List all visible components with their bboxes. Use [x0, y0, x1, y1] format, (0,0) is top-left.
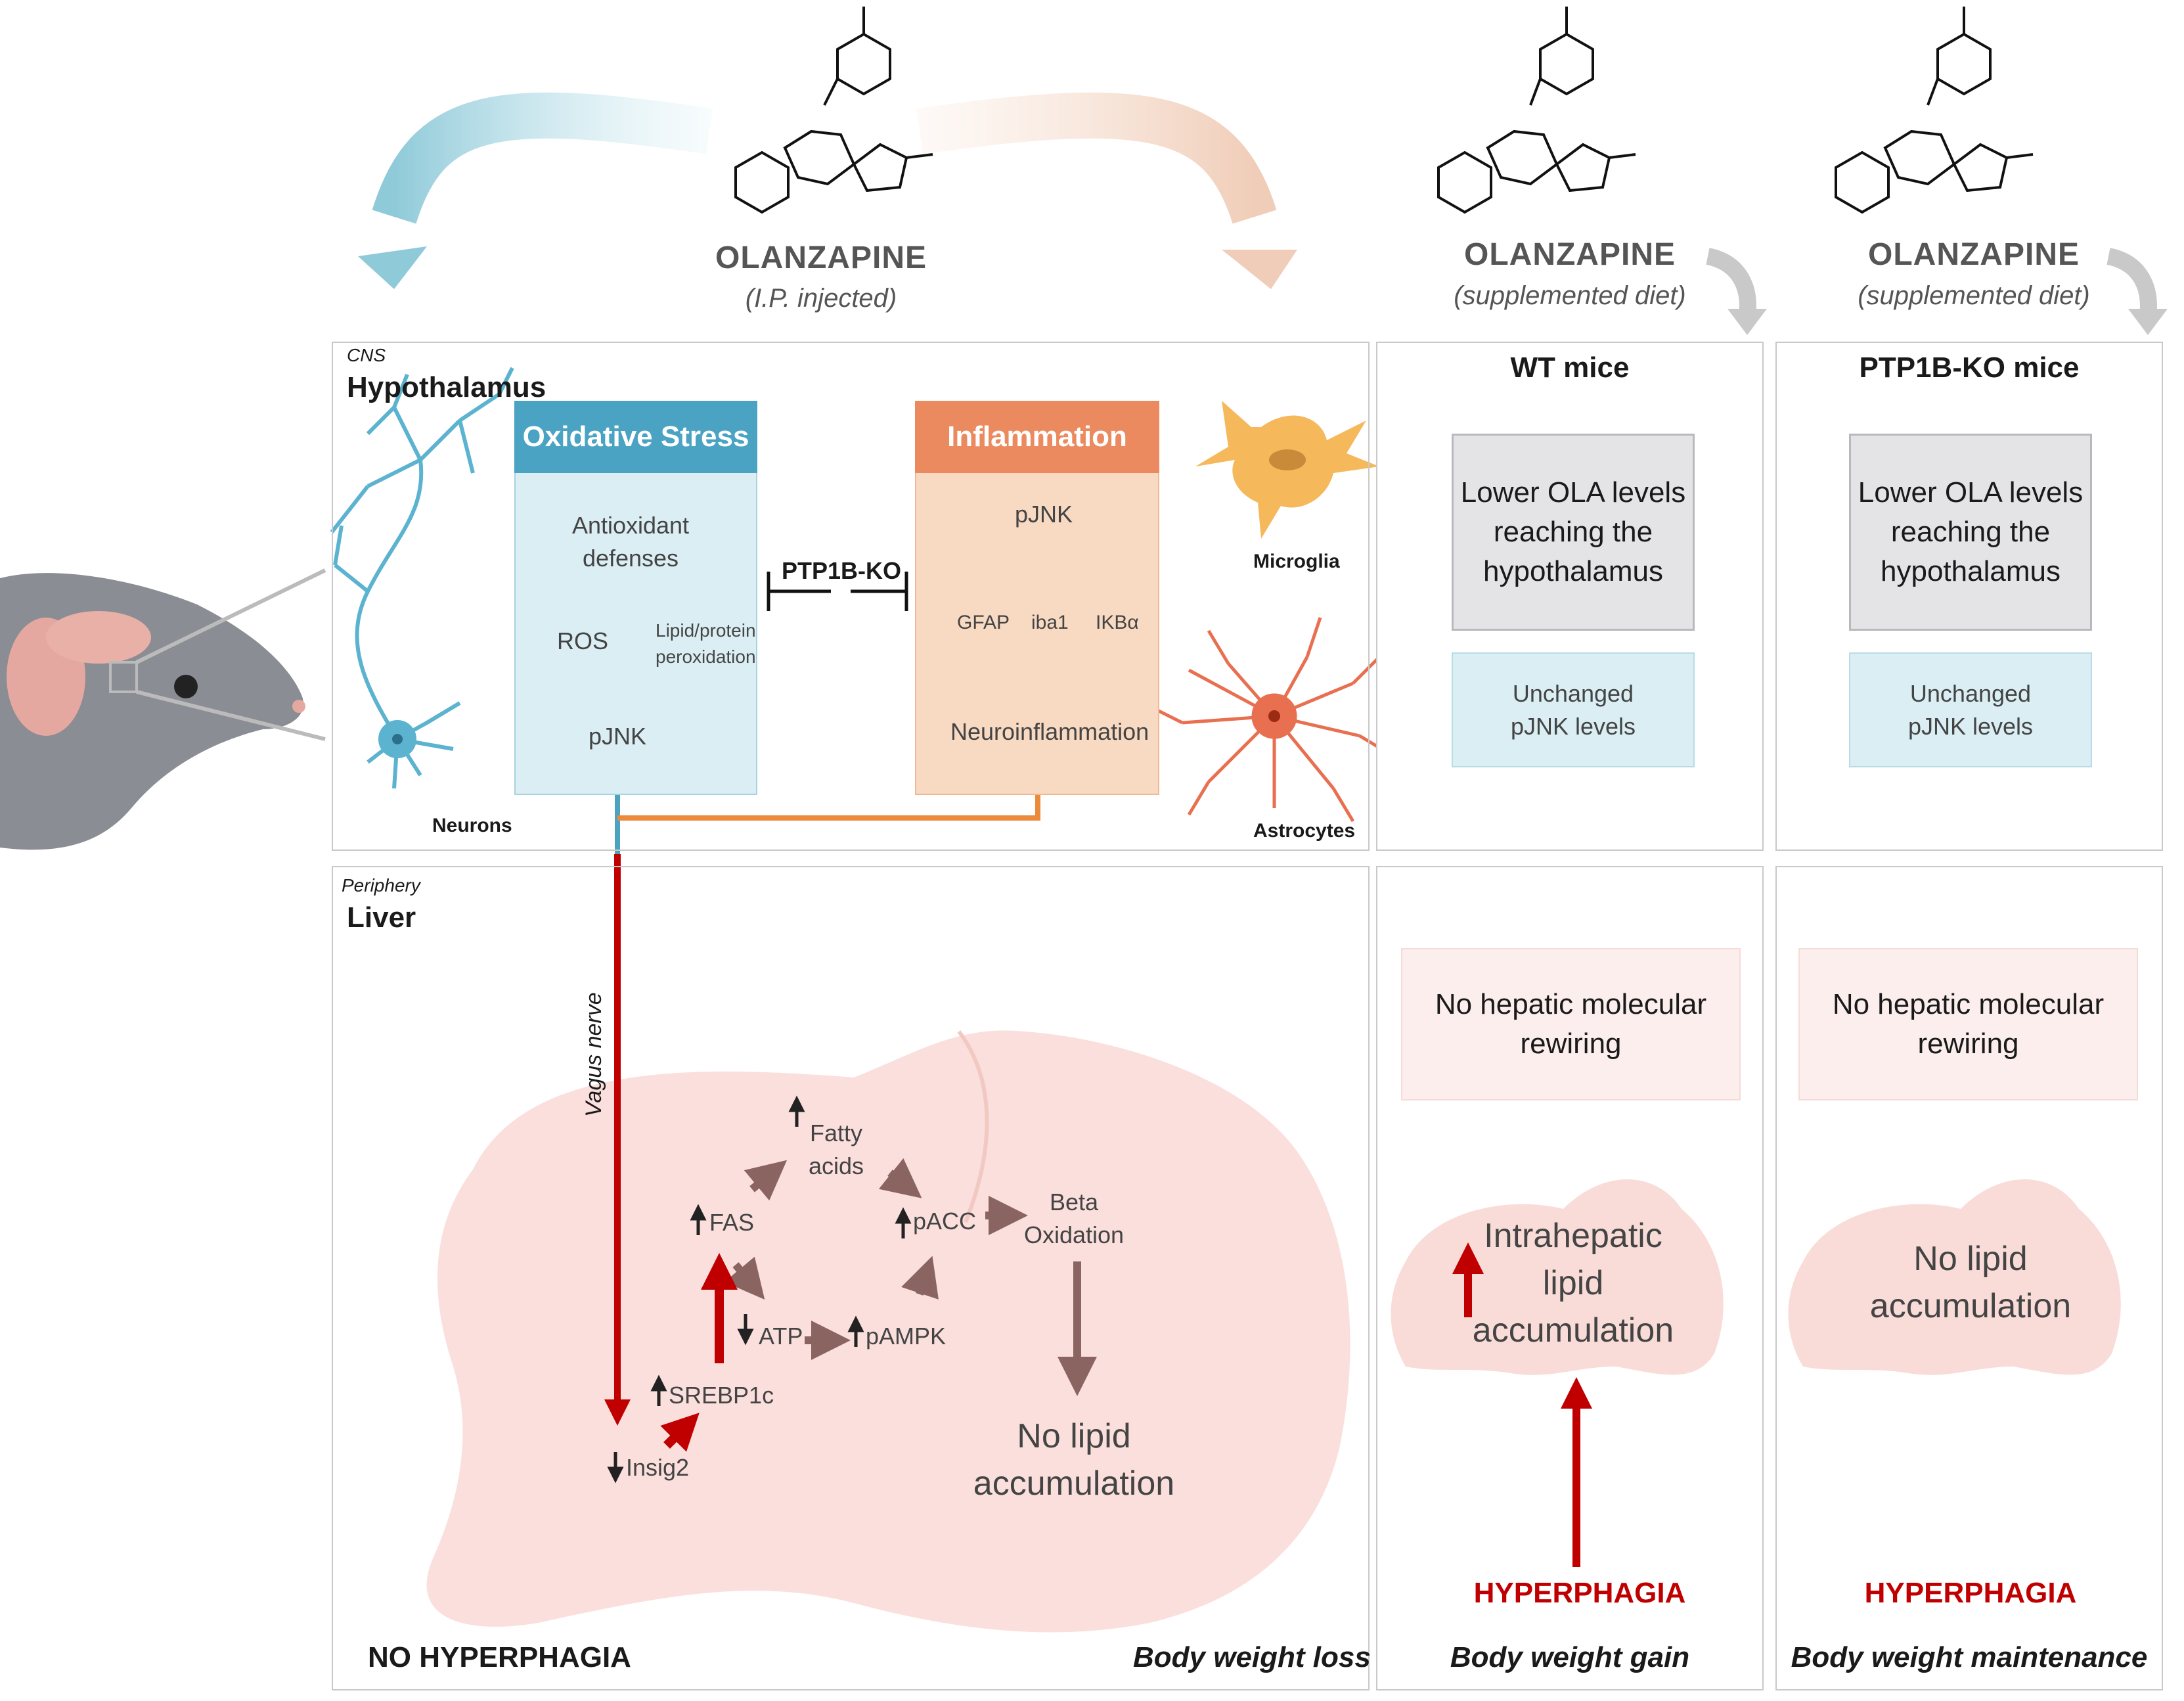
liver-title: Liver [347, 901, 416, 934]
fas-label: FAS [709, 1209, 755, 1236]
ros-label: ROS [557, 627, 609, 654]
ko-lipid-label: No lipid accumulation [1869, 1240, 2072, 1325]
drug-route-wt: (supplemented diet) [1454, 281, 1686, 310]
iba1-label: iba1 [1031, 612, 1069, 633]
wt-pjnk-box: Unchanged pJNK levels [1452, 652, 1695, 767]
olanzapine-structure-ko [1835, 7, 2034, 214]
drug-name-ko: OLANZAPINE [1868, 237, 2080, 272]
pacc-label: pACC [913, 1208, 977, 1235]
curved-arrow-right [916, 92, 1297, 289]
wt-title: WT mice [1510, 352, 1630, 384]
olanzapine-structure-ip [734, 7, 933, 214]
periphery-tag: Periphery [342, 875, 420, 896]
microglia-label: Microglia [1253, 551, 1340, 572]
ko-bottom-panel [1775, 866, 2163, 1690]
ko-title: PTP1B-KO mice [1859, 352, 2080, 384]
no-lipid-left: No lipid accumulation [973, 1417, 1175, 1503]
wt-hepatic-box: No hepatic molecular rewiring [1401, 948, 1741, 1100]
neuroinflammation-label: Neuroinflammation [950, 718, 1149, 745]
ptp1b-inhibition [767, 572, 908, 611]
ko-hyperphagia: HYPERPHAGIA [1864, 1577, 2077, 1609]
ko-body-weight: Body weight maintenance [1791, 1641, 2148, 1673]
drug-name-wt: OLANZAPINE [1464, 237, 1676, 272]
ko-hepatic-box: No hepatic molecular rewiring [1798, 948, 2138, 1100]
neurons-label: Neurons [432, 815, 512, 836]
diet-arrow-ko [2106, 248, 2157, 317]
liver-panel [332, 866, 1370, 1690]
fatty-acids-label: Fatty acids [808, 1120, 864, 1179]
oxidative-stress-header: Oxidative Stress [514, 401, 757, 473]
ko-pjnk-box: Unchanged pJNK levels [1849, 652, 2092, 767]
pampk-label: pAMPK [866, 1323, 947, 1349]
microglia-illustration [1195, 401, 1379, 539]
srebp1c-label: SREBP1c [669, 1382, 774, 1409]
neuron-illustration [330, 367, 514, 789]
astrocyte-illustration [1155, 617, 1394, 823]
cns-tag: CNS [347, 345, 386, 365]
vagus-nerve-label: Vagus nerve [581, 992, 606, 1117]
inflammation-header: Inflammation [915, 401, 1159, 473]
ox-pjnk-label: pJNK [589, 723, 647, 750]
ko-ola-box: Lower OLA levels reaching the hypothalam… [1849, 434, 2092, 631]
diet-arrow-wt [1705, 248, 1756, 317]
olanzapine-structure-wt [1437, 7, 1636, 214]
insig2-label: Insig2 [626, 1454, 690, 1481]
wt-body-weight: Body weight gain [1450, 1641, 1690, 1673]
astrocytes-label: Astrocytes [1253, 820, 1356, 842]
atp-label: ATP [759, 1323, 803, 1349]
liver-shape-large [426, 1030, 1350, 1633]
infl-pjnk-label: pJNK [1015, 501, 1073, 528]
orange-connector [617, 792, 1040, 821]
ptp1b-label: PTP1B-KO [782, 557, 902, 584]
liver-shape-wt [1391, 1179, 1724, 1375]
liver-shape-ko [1788, 1179, 2121, 1375]
no-hyperphagia-label: NO HYPERPHAGIA [368, 1641, 631, 1673]
beta-oxidation-label: Beta Oxidation [1023, 1189, 1125, 1248]
lipid-peroxidation: Lipid/protein peroxidation [656, 620, 756, 667]
body-weight-loss: Body weight loss [1133, 1641, 1371, 1673]
mouse-illustration [0, 568, 326, 850]
wt-ola-box: Lower OLA levels reaching the hypothalam… [1452, 434, 1695, 631]
drug-route-ip: (I.P. injected) [745, 284, 897, 313]
curved-arrow-left [358, 92, 713, 289]
ikba-label: IKBα [1096, 612, 1139, 633]
wt-hyperphagia: HYPERPHAGIA [1473, 1577, 1686, 1609]
hypothalamus-title: Hypothalamus [347, 371, 546, 403]
drug-route-ko: (supplemented diet) [1858, 281, 2090, 310]
cns-panel [332, 342, 1370, 851]
wt-lipid-label: Intrahepatic lipid accumulation [1472, 1217, 1674, 1349]
drug-name-ip: OLANZAPINE [715, 240, 927, 275]
antioxidant-defenses: Antioxidant defenses [571, 512, 690, 572]
gfap-label: GFAP [957, 612, 1010, 633]
wt-bottom-panel [1376, 866, 1764, 1690]
